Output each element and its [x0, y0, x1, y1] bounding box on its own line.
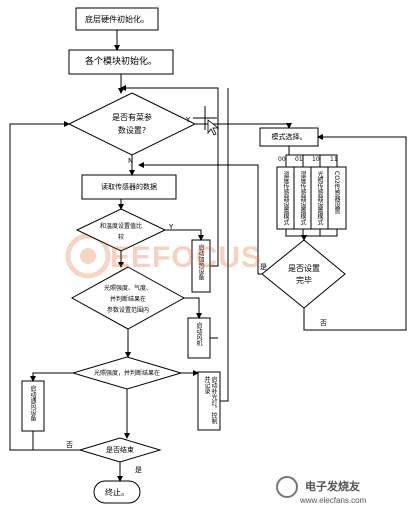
mode-select-label: 模式选择。	[271, 133, 307, 141]
watermark-url: www.elecfans.com	[300, 496, 367, 505]
edge-no-right: 否	[320, 319, 327, 327]
fan-box-label: 启动风机	[195, 322, 202, 346]
edge-code-01: 01	[295, 156, 303, 163]
mode-box-2-label: 湿度传感器设置模式	[299, 171, 306, 225]
has-param-diamond	[67, 92, 197, 156]
watermark-elecfans-icon	[276, 476, 298, 498]
cmp2-label-3: 参数设置范围内	[106, 307, 150, 314]
heat-box-label: 启动加热设备	[197, 244, 204, 280]
set-done-label-2: 完毕	[296, 276, 312, 285]
edge-code-10: 10	[312, 156, 320, 163]
set-done-label-1: 是否设置	[288, 264, 320, 273]
mode-box-3-label: 光照传感器设置模式	[316, 171, 323, 225]
has-param-label-2: 数设置?	[117, 126, 147, 135]
read-sensor-box	[81, 174, 177, 200]
watermark-eefocus: EEFOCUS	[110, 241, 263, 274]
has-param-label-1: 是否有菜参	[112, 113, 152, 122]
finish-label: 是否结束	[106, 446, 134, 454]
edge-yes-main: Y	[186, 116, 191, 124]
cmp2-label-1: 光照强度、气度、	[103, 285, 153, 292]
edge-yes-finish: 是	[135, 466, 142, 474]
edge-no-finish: 否	[66, 441, 73, 449]
end-label: 终止。	[105, 488, 129, 497]
light-box-label: 启动补光灯，控制并记录	[203, 376, 217, 424]
cmp1-label-1: 和温度设置值比	[99, 223, 143, 230]
read-sensor-label: 读取传感器的数据	[101, 183, 157, 191]
edge-yes-right: 是	[260, 263, 267, 271]
cursor-icon	[193, 106, 220, 136]
set-done-diamond	[261, 239, 346, 309]
mode-box-4-label: CO2传感器设置	[333, 171, 340, 214]
vent-box-label: 启动通风设备	[29, 385, 36, 421]
edge-y-cmp1: Y	[169, 223, 174, 231]
edge-code-00: 00	[278, 156, 286, 163]
cmp3-label: 光照强度，并判断结果在	[93, 370, 161, 377]
watermark-logo	[65, 233, 111, 279]
init-hw-label: 底层硬件初始化。	[85, 15, 149, 24]
cmp1-label-2: 较	[117, 234, 125, 241]
edge-code-11: 11	[330, 156, 338, 163]
cmp2-label-2: 并判断结果在	[109, 296, 147, 303]
watermark-elecfans: 电子发烧友	[305, 480, 360, 493]
mode-box-1-label: 温度传感器设置模式	[282, 171, 289, 225]
init-modules-label: 各个模块初始化。	[84, 57, 158, 67]
edge-no-main: N	[128, 157, 134, 165]
